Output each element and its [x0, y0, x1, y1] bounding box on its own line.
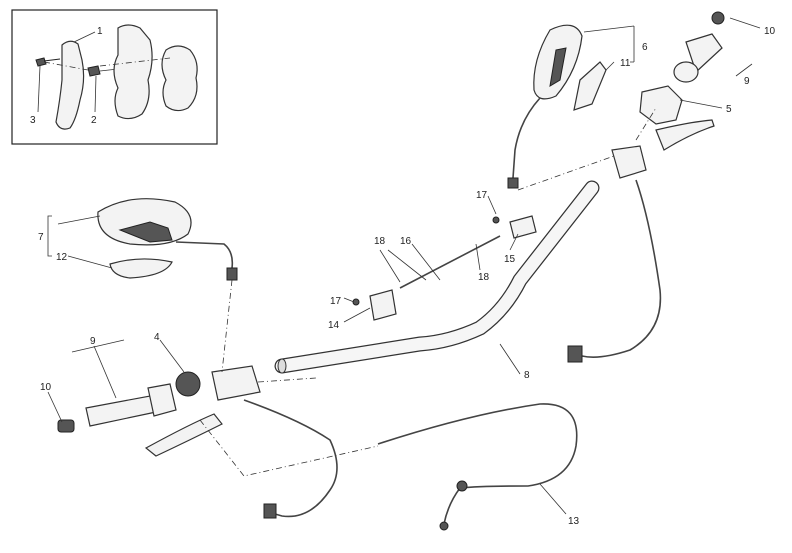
inset-detail-box — [11, 9, 218, 145]
callout-18-right: 18 — [478, 272, 490, 283]
callout-13: 13 — [568, 516, 580, 527]
knob-part-4 — [175, 371, 201, 397]
callout-labels: 1 2 3 4 5 6 7 8 9 9 10 10 11 12 13 14 15… — [30, 26, 776, 527]
left-grip-assembly — [57, 371, 201, 433]
callout-4: 4 — [154, 332, 160, 343]
callout-11: 11 — [620, 58, 631, 69]
callout-5: 5 — [726, 104, 732, 115]
right-lever-assembly-part-5 — [567, 85, 715, 363]
callout-leaders — [47, 17, 761, 515]
callout-18-left: 18 — [374, 236, 386, 247]
callout-16: 16 — [400, 236, 412, 247]
callout-17-top: 17 — [476, 190, 488, 201]
right-grip — [673, 11, 725, 83]
callout-8: 8 — [524, 370, 530, 381]
callout-1: 1 — [97, 26, 103, 37]
bracket-part-1 — [55, 40, 85, 130]
assembly-lines — [199, 107, 657, 477]
clamp-part-14 — [369, 289, 397, 321]
callout-6: 6 — [642, 42, 648, 53]
callout-17-bottom: 17 — [330, 296, 342, 307]
left-lever-assembly — [144, 365, 338, 519]
mirror-glass-part-12 — [109, 258, 173, 279]
callout-10-left: 10 — [40, 382, 52, 393]
clamp-part-15 — [509, 215, 537, 239]
callout-7: 7 — [38, 232, 44, 243]
screw-part-3 — [35, 57, 61, 67]
callout-14: 14 — [328, 320, 340, 331]
clamp-lower — [161, 45, 198, 112]
callout-9-left: 9 — [90, 336, 96, 347]
callout-15: 15 — [504, 254, 516, 265]
callout-2: 2 — [91, 115, 97, 126]
callout-12: 12 — [56, 252, 68, 263]
clamp-upper — [113, 24, 153, 120]
clamp-assembly — [352, 215, 537, 321]
cable-part-13 — [377, 403, 578, 531]
callout-10-right: 10 — [764, 26, 776, 37]
right-mirror — [507, 24, 607, 189]
mirror-glass-part-11 — [573, 61, 607, 111]
callout-9-right: 9 — [744, 76, 750, 87]
handlebar-part-8 — [274, 180, 600, 374]
callout-3: 3 — [30, 115, 36, 126]
bolt-part-2 — [87, 65, 101, 77]
left-mirror — [97, 198, 238, 281]
